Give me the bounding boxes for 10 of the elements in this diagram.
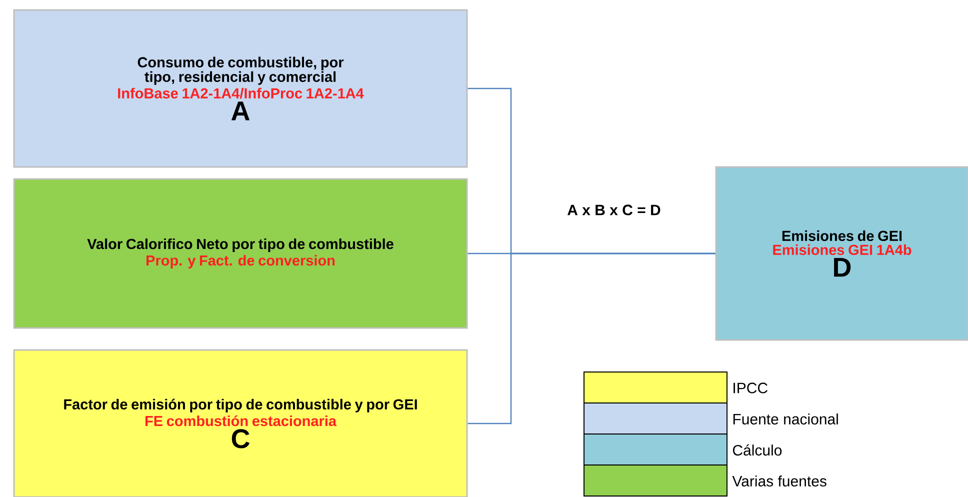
formula-text: A x B x C = D xyxy=(568,204,660,216)
legend-label: Cálculo xyxy=(732,444,782,456)
source-box: Factor de emisión por tipo de combustible y por GEI FE combustión estacionaria C xyxy=(13,349,468,497)
source-box: Valor Calorifico Neto por tipo de combustible Prop. y Fact. de conversion xyxy=(13,178,468,329)
connector-line xyxy=(468,252,716,424)
legend-label: Varias fuentes xyxy=(732,475,826,486)
source-box: Emisiones de GEI Emisiones GEI 1A4b D xyxy=(715,166,968,341)
legend-label: IPCC xyxy=(734,382,768,394)
source-box: Consumo de combustible, por tipo, residencial y comercial InfoBase 1A2-1A4/InfoProc 1A2-1A4 A xyxy=(13,9,468,168)
legend-label: Fuente nacional xyxy=(733,413,838,424)
